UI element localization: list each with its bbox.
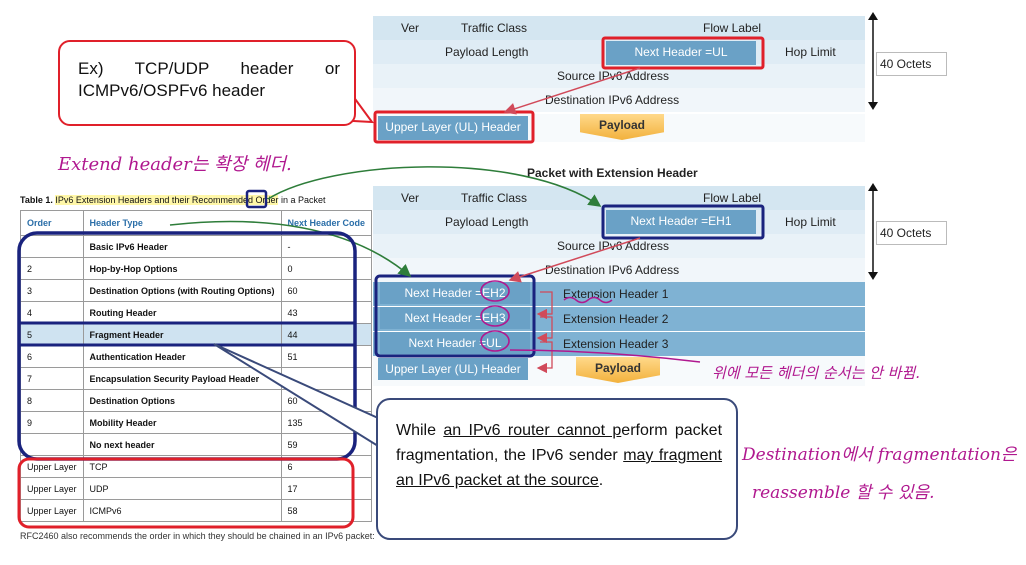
callout-bottom-seg5: . <box>598 472 604 489</box>
green-arrow-order <box>267 166 602 207</box>
handwriting-note-bottom-1: Destination에서 fragmentation은 <box>742 445 1017 465</box>
green-arrow-header-type <box>169 220 412 278</box>
callout-bottom: While an IPv6 router cannot perform pack… <box>376 398 738 540</box>
bottom-upper-layer-chip: Upper Layer (UL) Header <box>378 358 528 380</box>
callout-bottom-seg3: erform packet fragmentation, the IPv6 se… <box>396 422 723 464</box>
cell-type: Hop-by-Hop Options <box>82 257 282 280</box>
caption-order-box <box>245 189 268 209</box>
ext-chip-1: Next Header =EH2 <box>380 282 530 304</box>
callout-bottom-seg2: an IPv6 router cannot p <box>443 422 622 439</box>
handwriting-note-left: Extend header는 확장 헤더. <box>58 154 292 175</box>
ext-label-2: Extension Header 2 <box>563 312 669 326</box>
ext-label-3: Extension Header 3 <box>563 337 669 351</box>
callout-bottom-seg1: While <box>396 422 444 439</box>
bottom-octets-label: 40 Octets <box>876 221 947 245</box>
top-row-4: Destination IPv6 Address <box>373 88 865 112</box>
callout-top-text: Ex) TCP/UDP header or ICMPv6/OSPFv6 head… <box>78 59 340 100</box>
handwriting-arrow-line <box>509 349 701 363</box>
chain-arrow-2 <box>536 316 553 344</box>
field-source: Source IPv6 Address <box>557 69 670 83</box>
cell-code: 58 <box>280 499 373 522</box>
field-flow-label: Flow Label <box>703 21 762 35</box>
extension-header-table: Order Header Type Next Header Code Basic… <box>20 210 373 522</box>
cell-order: Upper Layer <box>20 499 84 522</box>
table-caption-prefix: Table 1. <box>20 195 56 205</box>
chain-arrow-3 <box>536 341 553 374</box>
top-upper-layer-chip: Upper Layer (UL) Header <box>378 116 528 140</box>
callout-bottom-seg4: may fragment an IPv6 packet at the sourc… <box>396 447 723 489</box>
bottom-row-1: Ver Traffic Class Flow Label <box>373 186 865 210</box>
fragment-row-box <box>17 321 357 347</box>
top-row-1: Ver Traffic Class Flow Label <box>373 16 865 40</box>
bottom-next-header-chip: Next Header =EH1 <box>606 210 756 234</box>
field-ver: Ver <box>401 21 420 35</box>
handwriting-note-right: 위에 모든 헤더의 순서는 안 바뀜. <box>712 364 921 382</box>
field-destination: Destination IPv6 Address <box>545 263 680 277</box>
bottom-next-header-box <box>601 204 765 240</box>
field-ver: Ver <box>401 191 420 205</box>
field-traffic-class: Traffic Class <box>461 191 528 205</box>
ext-chips-box <box>374 274 536 358</box>
circle-eh3 <box>480 305 510 327</box>
circle-eh2 <box>480 280 510 302</box>
field-destination: Destination IPv6 Address <box>545 93 680 107</box>
top-next-header-arrow <box>503 67 641 115</box>
top-upper-layer-box <box>373 110 535 144</box>
col-next-header-code: Next Header Code <box>280 210 373 236</box>
chain-arrow-1 <box>536 291 553 320</box>
field-payload-length: Payload Length <box>445 45 529 59</box>
bottom-next-header-arrow <box>508 237 641 283</box>
squiggle-ext1 <box>563 296 613 304</box>
cell-type: ICMPv6 <box>82 499 282 522</box>
ext-chip-3: Next Header =UL <box>380 332 530 354</box>
top-next-header-chip: Next Header =UL <box>606 41 756 65</box>
callout-bottom-text: While an IPv6 router cannot perform pack… <box>396 418 722 493</box>
top-octets-label: 40 Octets <box>876 52 947 76</box>
ext-label-1: Extension Header 1 <box>563 287 669 301</box>
top-next-header-box <box>601 36 765 70</box>
footer-note: RFC2460 also recommends the order in whi… <box>20 531 375 541</box>
callout-top: Ex) TCP/UDP header or ICMPv6/OSPFv6 head… <box>58 40 356 126</box>
table-upper-layer-box <box>17 457 355 529</box>
field-hop-limit: Hop Limit <box>785 215 836 229</box>
circle-ul <box>480 330 510 352</box>
field-traffic-class: Traffic Class <box>461 21 528 35</box>
table-caption-highlight: IPv6 Extension Headers and their Recomme… <box>55 195 256 205</box>
ext-chip-2: Next Header =EH3 <box>380 307 530 329</box>
packet-ext-title: Packet with Extension Header <box>527 166 698 180</box>
field-flow-label: Flow Label <box>703 191 762 205</box>
field-payload-length: Payload Length <box>445 215 529 229</box>
bottom-row-4: Destination IPv6 Address <box>373 258 865 282</box>
table-caption-suffix: in a Packet <box>278 195 326 205</box>
handwriting-note-bottom-2: reassemble 할 수 있음. <box>752 483 935 503</box>
field-hop-limit: Hop Limit <box>785 45 836 59</box>
